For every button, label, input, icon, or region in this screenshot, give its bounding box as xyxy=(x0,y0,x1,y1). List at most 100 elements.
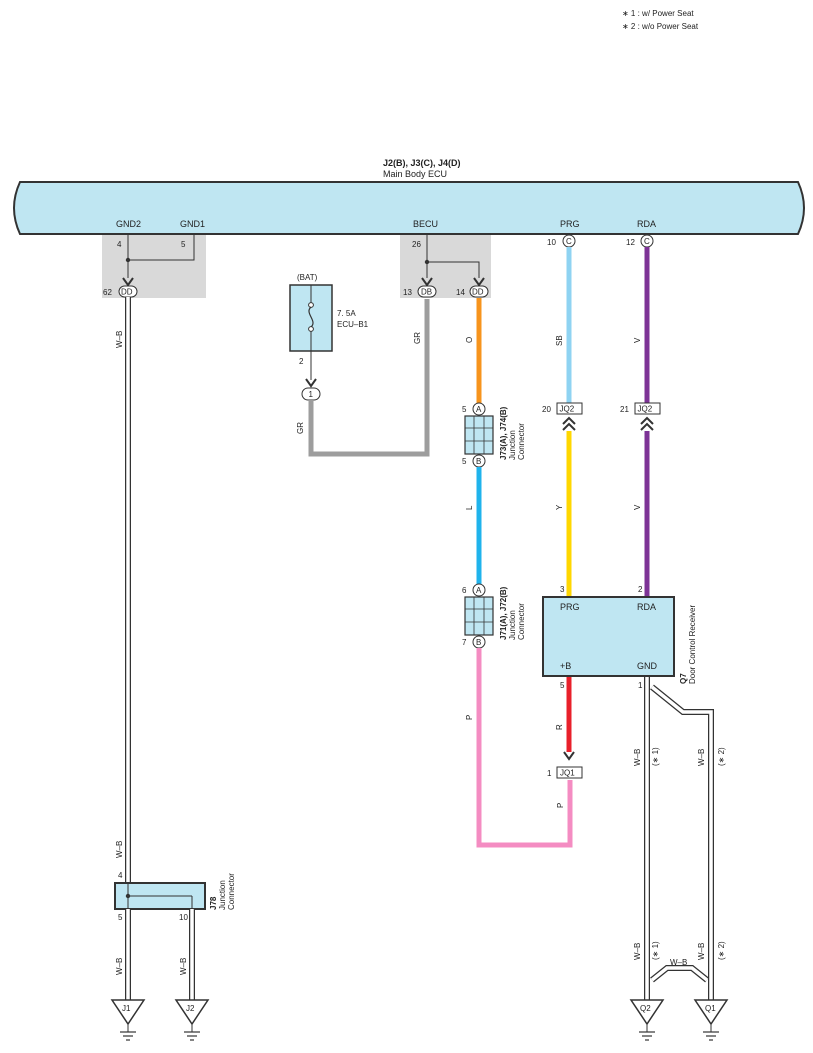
receiver-pin-5: 5 xyxy=(560,681,565,690)
pin-14: 14 xyxy=(456,288,465,297)
pin-62: 62 xyxy=(103,288,112,297)
pin-13: 13 xyxy=(403,288,412,297)
becu-internal-branch xyxy=(427,261,480,278)
jq2-pin-rda: 21 xyxy=(620,405,629,414)
receiver-pin-2: 2 xyxy=(638,585,643,594)
jc-lower-conn-a-id: A xyxy=(476,586,482,595)
connector-dd-gnd-id: DD xyxy=(121,288,133,297)
j78-pin-4: 4 xyxy=(118,871,123,880)
connector-c-rda-id: C xyxy=(644,237,650,246)
becu-splice-dot xyxy=(424,259,430,265)
jc-lower-pin-b: 7 xyxy=(462,638,467,647)
jc-upper-code: J73(A), J74(B) xyxy=(499,406,508,460)
fuse-rating: 7. 5A xyxy=(337,309,356,318)
ground-j2-label: J2 xyxy=(186,1004,195,1013)
pin-num-rda: 12 xyxy=(626,238,635,247)
j78-code: J78 xyxy=(209,896,218,910)
connector-dd-becu xyxy=(469,285,489,298)
star-2-upper: (∗ 2) xyxy=(717,747,726,766)
fuse-arrow xyxy=(305,378,317,388)
star-1-lower: (∗ 1) xyxy=(651,941,660,960)
wire-label-gr-ecu: GR xyxy=(413,332,422,344)
j78-splice-dot xyxy=(125,893,131,899)
connector-dd-becu-id: DD xyxy=(472,288,484,297)
j78-pin-10: 10 xyxy=(179,913,188,922)
wire-label-v-lower: V xyxy=(633,504,642,510)
jc-lower-code: J71(A), J72(B) xyxy=(499,586,508,640)
jq2-connector-rda xyxy=(634,402,661,415)
note-without-power-seat: ∗ 2 : w/o Power Seat xyxy=(622,22,699,31)
ground-q1-label: Q1 xyxy=(705,1004,716,1013)
fuse-pin-2: 2 xyxy=(299,357,304,366)
connector-db xyxy=(417,285,437,298)
fuse-terminal-bottom xyxy=(308,326,314,332)
jc-lower-conn-a xyxy=(472,583,486,597)
wire-p xyxy=(476,648,573,848)
receiver-pin-name-prg: PRG xyxy=(560,602,580,612)
receiver-pin-name-gnd: GND xyxy=(637,661,658,671)
gnd1-internal-line xyxy=(128,235,195,261)
wire-label-y: Y xyxy=(555,504,564,510)
main-body-ecu-box xyxy=(13,181,805,235)
jq1-connector xyxy=(556,766,583,779)
jc-upper-pin-b: 5 xyxy=(462,457,467,466)
jc-lower-body xyxy=(464,596,494,636)
becu-arrow-13 xyxy=(421,277,433,287)
pin-name-rda: RDA xyxy=(637,219,656,229)
jc-upper-label-2: Connector xyxy=(517,423,526,460)
j78-pin-5: 5 xyxy=(118,913,123,922)
star-2-lower: (∗ 2) xyxy=(717,941,726,960)
fuse-name: ECU–B1 xyxy=(337,320,369,329)
jq2-pin-prg: 20 xyxy=(542,405,551,414)
wire-label-r: R xyxy=(555,724,564,730)
fuse-terminal-top xyxy=(308,302,314,308)
gnd-arrow xyxy=(122,277,134,287)
becu-arrow-14 xyxy=(473,277,485,287)
wire-label-wb-bridge: W–B xyxy=(670,958,687,967)
jq1-pin: 1 xyxy=(547,769,552,778)
jc-upper-label-1: Junction xyxy=(508,430,517,460)
receiver-name: Door Control Receiver xyxy=(688,605,697,684)
note-with-power-seat: ∗ 1 : w/ Power Seat xyxy=(622,9,694,18)
wire-label-gr-fuse: GR xyxy=(296,422,305,434)
jc-lower-pin-a: 6 xyxy=(462,586,467,595)
ground-q2 xyxy=(629,999,665,1041)
pin-name-becu: BECU xyxy=(413,219,438,229)
receiver-pin-name-rda: RDA xyxy=(637,602,656,612)
jc-lower-label-2: Connector xyxy=(517,603,526,640)
wire-label-wb-q2-lower: W–B xyxy=(633,943,642,960)
wire-label-wb-j2: W–B xyxy=(179,958,188,975)
jq2-rda-chevron xyxy=(640,416,654,431)
ground-q1 xyxy=(693,999,729,1041)
jq2-connector-rda-label: JQ2 xyxy=(638,405,653,414)
receiver-pin-3: 3 xyxy=(560,585,565,594)
pin-name-gnd1: GND1 xyxy=(180,219,205,229)
jc-upper-conn-a-id: A xyxy=(476,405,482,414)
receiver-pin-1: 1 xyxy=(638,681,643,690)
ecu-connector-codes: J2(B), J3(C), J4(D) xyxy=(383,158,461,168)
connector-c-prg-id: C xyxy=(566,237,572,246)
wire-label-wb-j1: W–B xyxy=(115,958,124,975)
jq2-prg-chevron xyxy=(562,416,576,431)
wire-wb-q1 xyxy=(650,685,713,1003)
jq1-connector-label: JQ1 xyxy=(560,769,575,778)
door-control-receiver-box xyxy=(542,596,675,677)
ground-connector-shade xyxy=(102,235,206,298)
wire-label-wb-q1-lower: W–B xyxy=(697,943,706,960)
wire-label-wb-lower: W–B xyxy=(115,841,124,858)
wire-label-v-upper: V xyxy=(633,337,642,343)
pin-num-gnd1: 5 xyxy=(181,240,186,249)
wire-label-l: L xyxy=(465,505,474,510)
pin-num-gnd2: 4 xyxy=(117,240,122,249)
jq2-connector-prg-label: JQ2 xyxy=(560,405,575,414)
wire-label-wb-q1-upper: W–B xyxy=(697,749,706,766)
receiver-pin-name-b: +B xyxy=(560,661,571,671)
ground-j1 xyxy=(110,999,146,1041)
ecu-name: Main Body ECU xyxy=(383,169,447,179)
jc-upper-conn-b-id: B xyxy=(476,457,481,466)
jc-upper-pin-a: 5 xyxy=(462,405,467,414)
pin-num-becu: 26 xyxy=(412,240,421,249)
wire-label-o: O xyxy=(465,337,474,343)
pin-name-prg: PRG xyxy=(560,219,580,229)
